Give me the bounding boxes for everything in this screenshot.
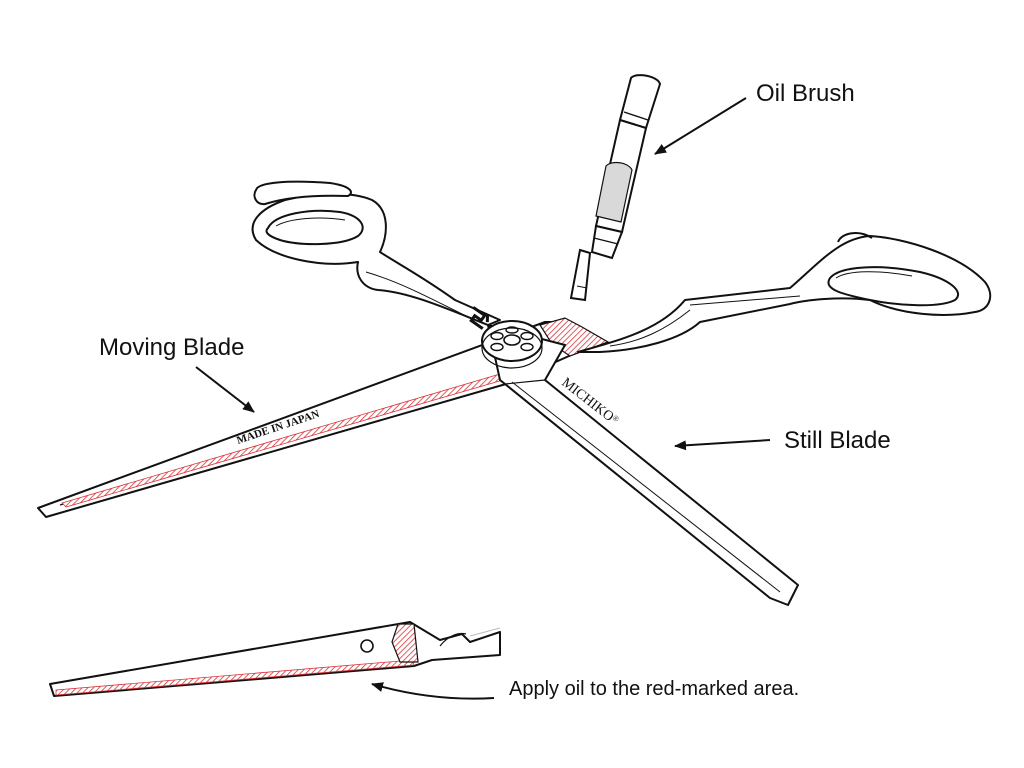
oil-brush-label: Oil Brush — [756, 80, 855, 107]
brand-logo-mark — [469, 306, 490, 330]
still-blade-label: Still Blade — [784, 427, 891, 454]
moving-blade-label: Moving Blade — [99, 334, 245, 361]
apply-oil-instruction: Apply oil to the red-marked area. — [509, 678, 800, 700]
apply-note-arrow — [371, 682, 495, 700]
pivot-hole — [360, 639, 374, 653]
blade-detail-view — [49, 621, 501, 697]
moving-blade-arrow — [195, 366, 255, 413]
oil-brush — [569, 74, 662, 302]
moving-blade: MADE IN JAPAN — [37, 317, 610, 518]
still-blade: MICHIKO® — [487, 324, 799, 606]
oil-marking-moving-blade-edge — [61, 373, 504, 508]
registered-mark: ® — [611, 413, 621, 424]
still-blade-arrow — [674, 439, 771, 451]
left-handle — [251, 180, 501, 326]
pivot-screw — [481, 320, 543, 369]
right-handle — [577, 232, 992, 353]
oil-brush-arrow — [654, 97, 747, 155]
oil-marking-detail-pivot — [391, 623, 419, 663]
oil-marking-detail-edge — [55, 659, 415, 696]
